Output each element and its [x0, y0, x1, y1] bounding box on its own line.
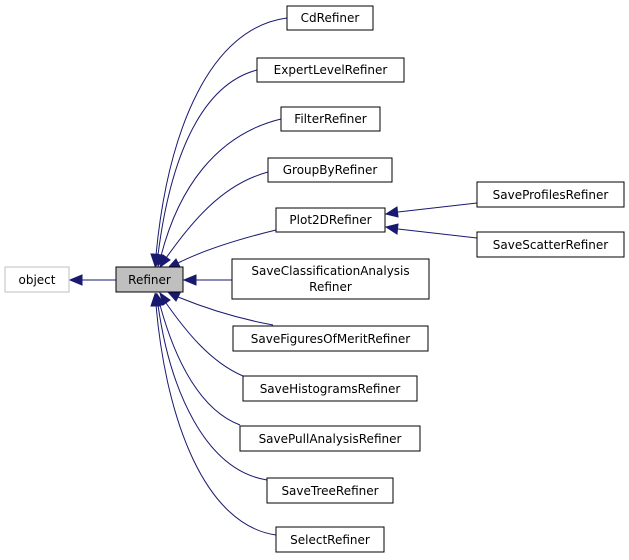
node-group-by-refiner-label: GroupByRefiner: [283, 163, 378, 177]
node-expert-level-refiner[interactable]: ExpertLevelRefiner: [256, 57, 405, 83]
node-save-classification-analysis-refiner[interactable]: SaveClassificationAnalysis Refiner: [231, 258, 430, 300]
node-save-pull-analysis-refiner[interactable]: SavePullAnalysisRefiner: [239, 425, 421, 452]
node-plot2d-refiner[interactable]: Plot2DRefiner: [275, 207, 386, 233]
node-cd-refiner[interactable]: CdRefiner: [286, 5, 374, 31]
node-refiner-label: Refiner: [128, 273, 171, 287]
node-plot2d-refiner-label: Plot2DRefiner: [289, 213, 371, 227]
node-object-label: object: [19, 273, 56, 287]
node-group-by-refiner[interactable]: GroupByRefiner: [267, 157, 393, 183]
edge-save-scatter-refiner: [397, 228, 478, 239]
edge-save-histograms-refiner: [165, 302, 244, 377]
arrowhead-select-refiner: [150, 292, 161, 307]
node-filter-refiner-label: FilterRefiner: [294, 112, 366, 126]
arrowhead-save-scatter-refiner: [384, 223, 399, 235]
node-save-profiles-refiner[interactable]: SaveProfilesRefiner: [476, 181, 625, 208]
edge-plot2d-refiner: [177, 229, 277, 264]
node-cd-refiner-label: CdRefiner: [301, 11, 360, 25]
node-save-scatter-refiner[interactable]: SaveScatterRefiner: [476, 231, 625, 258]
node-save-profiles-refiner-label: SaveProfilesRefiner: [493, 188, 609, 202]
node-save-tree-refiner[interactable]: SaveTreeRefiner: [266, 477, 394, 504]
node-save-histograms-refiner-label: SaveHistogramsRefiner: [260, 382, 401, 396]
edge-save-pull-analysis-refiner: [159, 304, 241, 426]
node-select-refiner-label: SelectRefiner: [290, 533, 370, 547]
edges: [68, 17, 478, 536]
arrowhead-save-profiles-refiner: [384, 206, 399, 218]
arrowhead-object: [68, 274, 83, 286]
node-save-histograms-refiner[interactable]: SaveHistogramsRefiner: [242, 375, 418, 402]
node-save-scatter-refiner-label: SaveScatterRefiner: [493, 238, 608, 252]
edge-save-profiles-refiner: [397, 202, 478, 213]
edge-select-refiner: [155, 304, 277, 536]
node-expert-level-refiner-label: ExpertLevelRefiner: [274, 63, 388, 77]
edge-save-tree-refiner: [157, 304, 268, 481]
node-filter-refiner[interactable]: FilterRefiner: [280, 106, 381, 132]
edge-group-by-refiner: [165, 171, 269, 259]
node-select-refiner[interactable]: SelectRefiner: [275, 526, 385, 553]
node-save-tree-refiner-label: SaveTreeRefiner: [281, 484, 378, 498]
node-refiner[interactable]: Refiner: [115, 266, 184, 293]
node-save-figures-of-merit-refiner[interactable]: SaveFiguresOfMeritRefiner: [232, 325, 429, 352]
arrowhead-save-classification-analysis-refiner: [182, 274, 197, 286]
node-save-figures-of-merit-refiner-label: SaveFiguresOfMeritRefiner: [251, 332, 410, 346]
edge-filter-refiner: [160, 118, 282, 257]
node-save-classification-analysis-refiner-label-line1: SaveClassificationAnalysis: [251, 264, 409, 278]
node-object[interactable]: object: [4, 266, 70, 293]
node-save-pull-analysis-refiner-label: SavePullAnalysisRefiner: [259, 432, 402, 446]
edge-cd-refiner: [155, 17, 288, 256]
arrowhead-group-by-refiner: [159, 254, 171, 269]
edge-expert-level-refiner: [157, 69, 258, 256]
node-save-classification-analysis-refiner-label-line2: Refiner: [309, 280, 352, 294]
edge-save-figures-of-merit-refiner: [177, 296, 274, 326]
